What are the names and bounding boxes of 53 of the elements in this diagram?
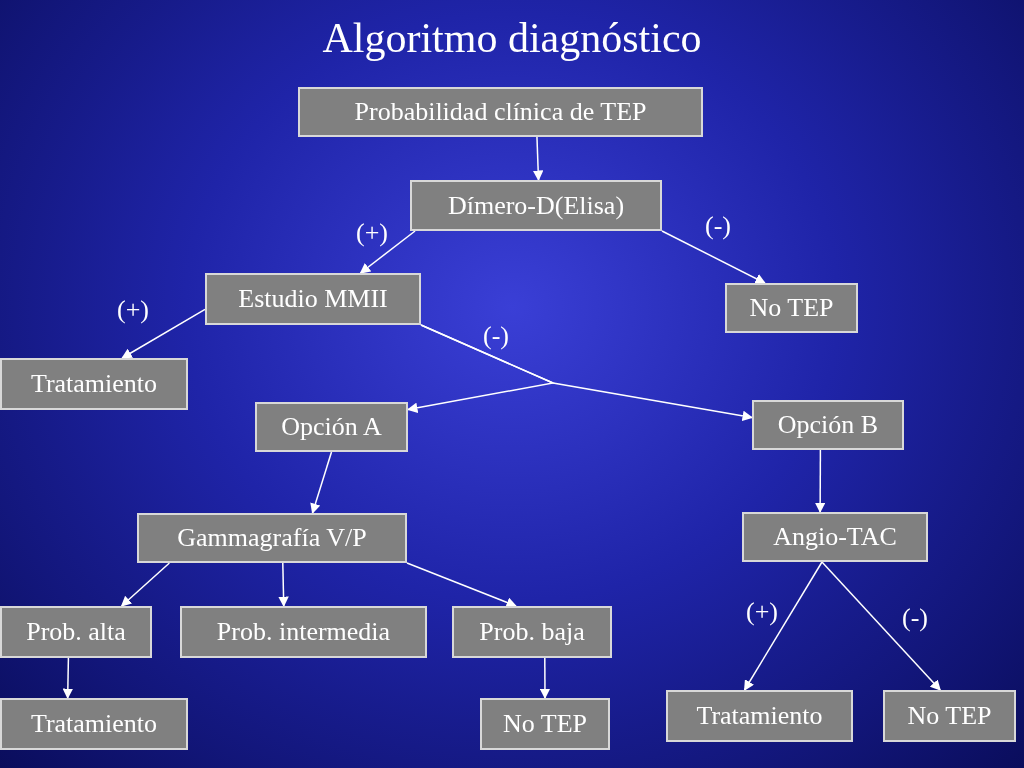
process-box <box>410 180 662 231</box>
process-box <box>0 358 188 410</box>
process-box <box>480 698 610 750</box>
arrow <box>310 451 333 514</box>
arrow <box>406 562 517 608</box>
box-label: Prob. baja <box>479 619 585 645</box>
arrow <box>814 449 826 514</box>
process-box <box>452 606 612 658</box>
arrow <box>62 657 74 700</box>
arrow <box>743 561 823 691</box>
edge-label: (+) <box>356 218 388 248</box>
process-box <box>255 402 408 452</box>
box-label: Prob. intermedia <box>216 619 391 645</box>
box-label: Estudio MMII <box>238 286 388 312</box>
box-label: Prob. alta <box>26 619 126 645</box>
process-box <box>137 513 407 563</box>
box-label: No TEP <box>907 703 992 729</box>
edge-label: (+) <box>117 295 149 325</box>
edge-label: (+) <box>746 597 778 627</box>
arrow <box>661 230 766 284</box>
arrow <box>120 562 171 607</box>
arrow <box>532 136 544 182</box>
arrow <box>821 561 941 691</box>
process-box <box>298 87 703 137</box>
edge-label: (-) <box>705 211 731 241</box>
edge-label: (-) <box>483 321 509 351</box>
box-label: Tratamiento <box>696 703 823 729</box>
box-label: Tratamiento <box>30 371 158 397</box>
process-box <box>0 606 152 658</box>
box-label: Opción A <box>281 414 382 440</box>
box-label: Opción B <box>777 412 879 438</box>
box-label: No TEP <box>503 711 587 737</box>
box-label: No TEP <box>749 295 834 321</box>
box-label: Tratamiento <box>30 711 158 737</box>
arrow <box>359 230 416 274</box>
box-label: Angio-TAC <box>773 524 897 550</box>
process-box <box>725 283 858 333</box>
arrow <box>121 308 206 359</box>
box-label: Gammagrafía V/P <box>177 525 367 551</box>
edge-label: (-) <box>902 603 928 633</box>
arrow <box>278 562 289 608</box>
diagram-title: Algoritmo diagnóstico <box>322 15 702 61</box>
box-label: Probabilidad clínica de TEP <box>354 99 647 125</box>
box-label: Dímero-D(Elisa) <box>447 192 625 219</box>
process-box <box>0 698 188 750</box>
process-box <box>180 606 427 658</box>
arrow <box>539 657 551 700</box>
process-box <box>205 273 421 325</box>
arrow <box>420 324 754 422</box>
process-box <box>883 690 1016 742</box>
process-box <box>752 400 904 450</box>
process-box <box>742 512 928 562</box>
process-box <box>666 690 853 742</box>
